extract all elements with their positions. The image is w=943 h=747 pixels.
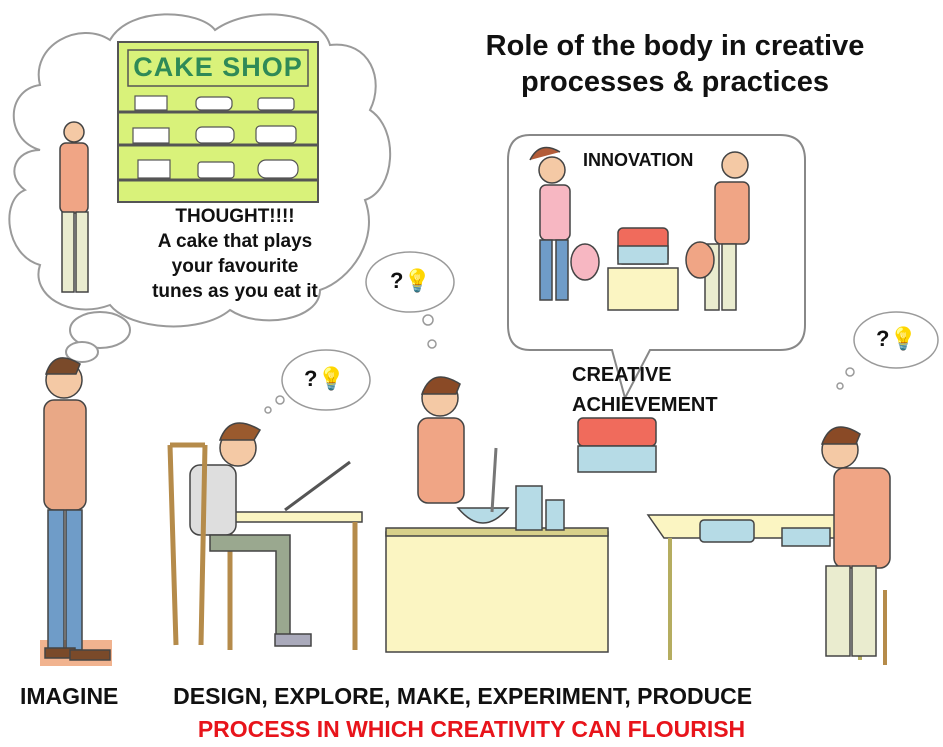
lightbulb-icon: 💡: [889, 326, 917, 351]
title-line-2: processes & practices: [521, 66, 829, 98]
thought-line-4: tunes as you eat it: [152, 281, 318, 302]
thought-line-1: THOUGHT!!!!: [175, 206, 295, 227]
imagine-figure: [40, 357, 112, 666]
achievement-cake: [577, 417, 657, 473]
produce-figure: [646, 426, 891, 665]
lightbulb-icon: 💡: [403, 268, 431, 293]
diagram-title: Role of the body in creative processes &…: [440, 28, 910, 100]
thought-bubbles-trail: [65, 311, 131, 363]
idea-question-design: ?💡: [304, 366, 345, 392]
innovation-scene: [529, 146, 750, 311]
achievement-line-1: CREATIVE: [572, 364, 672, 386]
thought-line-3: your favourite: [171, 256, 299, 277]
stage-make: MAKE,: [396, 683, 471, 709]
cake-shop-sign: CAKE SHOP: [133, 52, 303, 82]
lightbulb-icon: 💡: [317, 366, 345, 391]
question-mark: ?: [390, 268, 404, 293]
thought-text: THOUGHT!!!! A cake that plays your favou…: [115, 204, 355, 304]
idea-cloud-produce: [836, 311, 939, 390]
creative-achievement-label: CREATIVE ACHIEVEMENT: [572, 360, 722, 420]
idea-cloud-make: [365, 251, 455, 349]
cake-shop-display: [117, 41, 319, 203]
question-mark: ?: [304, 366, 318, 391]
stage-imagine: IMAGINE: [20, 683, 119, 709]
question-mark: ?: [876, 326, 890, 351]
thinking-person-figure: [59, 121, 89, 293]
idea-question-produce: ?💡: [876, 326, 917, 352]
stages-row: IMAGINE DESIGN, EXPLORE, MAKE, EXPERIMEN…: [20, 683, 935, 710]
stage-produce: PRODUCE: [637, 683, 753, 709]
stage-explore: EXPLORE,: [274, 683, 391, 709]
achievement-line-2: ACHIEVEMENT: [572, 394, 718, 416]
make-figure: [385, 376, 609, 653]
stage-experiment: EXPERIMENT,: [477, 683, 631, 709]
title-line-1: Role of the body in creative: [485, 30, 865, 62]
design-figure: [167, 422, 363, 650]
thought-line-2: A cake that plays: [157, 231, 313, 252]
innovation-label: INNOVATION: [583, 150, 694, 170]
idea-cloud-design: [264, 349, 371, 414]
process-caption: PROCESS IN WHICH CREATIVITY CAN FLOURISH: [197, 716, 746, 742]
idea-question-make: ?💡: [390, 268, 431, 294]
stage-design: DESIGN,: [173, 683, 268, 709]
